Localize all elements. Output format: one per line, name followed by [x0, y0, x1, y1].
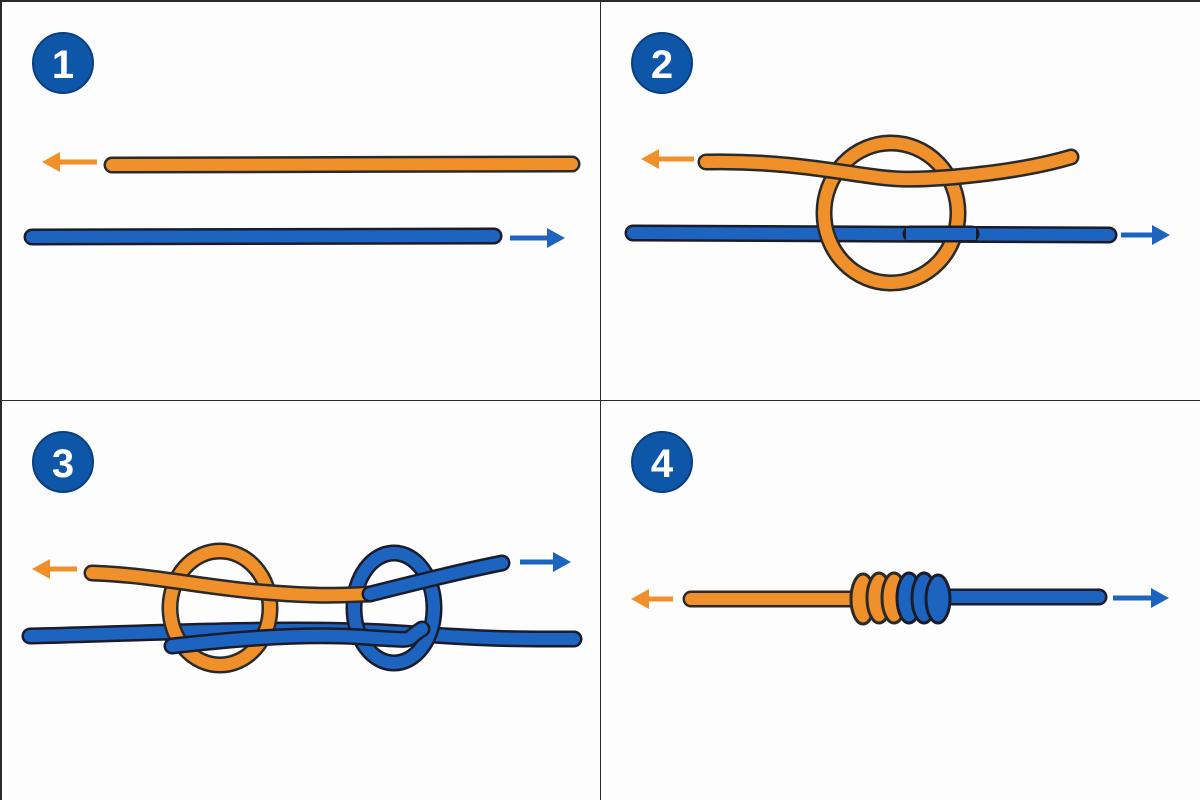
- step-number-badge: 3: [32, 431, 94, 493]
- blue-line: [23, 227, 503, 246]
- blue-tag-end: [361, 554, 511, 603]
- orange-line: [83, 564, 379, 604]
- orange-line: [697, 148, 1080, 188]
- step-3-panel: 3: [2, 401, 601, 800]
- blue-line: [624, 224, 1118, 244]
- orange-left-arrow-icon: [631, 589, 673, 609]
- orange-left-arrow-icon: [641, 149, 694, 169]
- blue-right-arrow-icon: [510, 228, 565, 248]
- step-1-illustration: [23, 152, 581, 248]
- step-number-badge: 4: [631, 431, 693, 493]
- step-4-panel: 4: [601, 401, 1200, 800]
- blue-right-arrow-icon: [1121, 225, 1170, 245]
- orange-loop: [815, 134, 980, 292]
- step-3-illustration: [21, 542, 583, 674]
- knot-coils: [849, 571, 952, 626]
- step-2-panel: 2: [601, 2, 1200, 401]
- step-number-badge: 2: [631, 32, 693, 94]
- orange-left-arrow-icon: [32, 559, 77, 579]
- step-number-badge: 1: [32, 32, 94, 94]
- blue-crossing: [163, 620, 431, 655]
- blue-right-arrow-icon: [1113, 588, 1169, 608]
- orange-left-arrow-icon: [42, 152, 97, 172]
- orange-line: [103, 155, 581, 174]
- blue-right-arrow-icon: [520, 552, 571, 572]
- step-1-panel: 1: [2, 2, 601, 401]
- step-4-illustration: [631, 571, 1169, 626]
- orange-loop: [161, 542, 279, 674]
- blue-loop: [345, 544, 443, 672]
- step-2-illustration: [624, 134, 1170, 292]
